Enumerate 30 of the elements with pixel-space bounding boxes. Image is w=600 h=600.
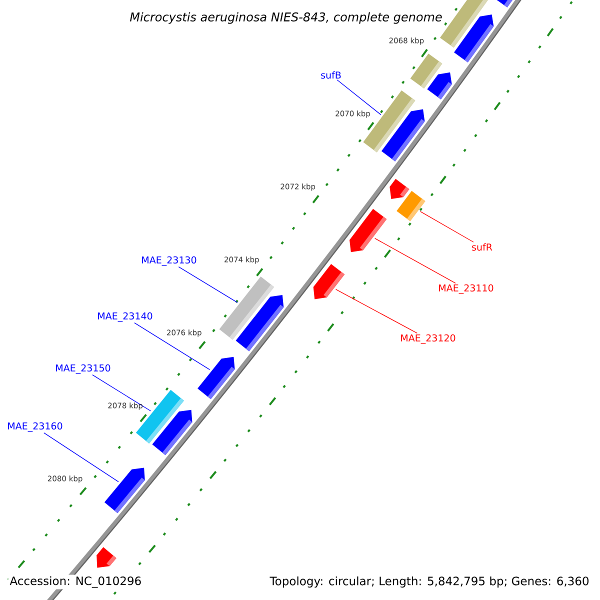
gene-label: MAE_23160 [8, 422, 62, 432]
leader-line [336, 80, 382, 116]
summary-text: Topology: circular; Length: 5,842,795 bp; Genes: 6,360 [268, 574, 591, 590]
leader-line [335, 288, 418, 334]
leader-line [420, 211, 474, 242]
gene-block [236, 295, 284, 352]
leader-line [92, 374, 152, 412]
gene-label: MAE_23110 [439, 284, 494, 294]
leader-line [44, 432, 119, 482]
gene-label: MAE_23130 [142, 256, 196, 266]
gene-block [427, 72, 452, 100]
gene-label: sufB [321, 71, 341, 79]
gene-block [313, 264, 345, 300]
gene-block [152, 410, 192, 456]
gene-block [381, 109, 425, 162]
title: Microcystis aeruginosa NIES-843, complete genome [128, 10, 444, 26]
accession-text: Accession: NC_010296 [8, 574, 144, 590]
gene-block [96, 547, 116, 568]
gene-block [104, 468, 145, 514]
gene-label: MAE_23120 [401, 334, 456, 344]
gene-block [390, 178, 410, 200]
gene-block [454, 14, 494, 62]
leader-line [134, 322, 210, 370]
leader-line [178, 266, 238, 303]
gene-block [198, 356, 235, 400]
leader-line [374, 238, 456, 284]
gene-label: sufR [472, 243, 492, 251]
gene-label: MAE_23140 [98, 312, 152, 322]
gene-label: MAE_23150 [56, 364, 110, 374]
gene-block [350, 208, 387, 252]
